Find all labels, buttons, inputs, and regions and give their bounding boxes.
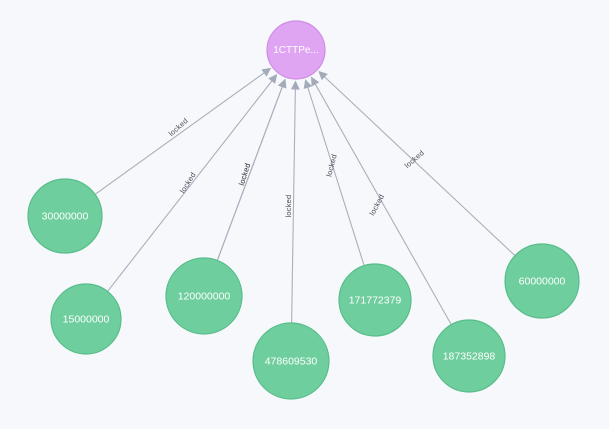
edge-label: locked	[178, 171, 198, 195]
graph-node[interactable]: 171772379	[338, 263, 412, 337]
edge-arrowhead	[278, 78, 287, 89]
node-circle[interactable]	[252, 322, 330, 400]
node-label: 478609530	[265, 356, 318, 368]
graph-node[interactable]: 187352898	[432, 319, 506, 393]
graph-node[interactable]: 60000000	[504, 243, 580, 319]
edge-arrowhead	[261, 67, 272, 77]
edges-layer	[94, 71, 516, 325]
edge-arrowhead	[311, 76, 320, 87]
edge-arrowhead	[318, 70, 328, 81]
graph-edge	[216, 84, 284, 261]
graph-edge	[313, 82, 452, 325]
graph-edge	[291, 87, 296, 324]
center-node-circle[interactable]	[266, 20, 326, 80]
graph-node[interactable]: 478609530	[252, 322, 330, 400]
node-label: 120000000	[178, 291, 231, 303]
edge-label: locked	[284, 195, 293, 218]
graph-node[interactable]: 120000000	[165, 257, 243, 335]
node-circle[interactable]	[432, 319, 506, 393]
edge-label: locked	[403, 148, 426, 170]
node-label: 15000000	[63, 314, 110, 326]
nodes-layer[interactable]: 30000000 15000000 120000000 478609530 171772…	[27, 20, 580, 400]
node-circle[interactable]	[165, 257, 243, 335]
arrowheads-layer	[261, 67, 328, 90]
node-label: 30000000	[42, 211, 89, 223]
center-node[interactable]: 1CTTPe...	[266, 20, 326, 80]
graph-edge	[322, 75, 516, 257]
node-circle[interactable]	[27, 178, 103, 254]
node-circle[interactable]	[338, 263, 412, 337]
graph-edge	[107, 79, 274, 292]
edge-arrowhead	[268, 74, 278, 84]
graph-node[interactable]: 15000000	[50, 283, 122, 355]
graph-edge	[306, 85, 365, 266]
node-circle[interactable]	[504, 243, 580, 319]
node-circle[interactable]	[50, 283, 122, 355]
graph-node[interactable]: 30000000	[27, 178, 103, 254]
node-label: 171772379	[349, 295, 402, 307]
node-label: 60000000	[519, 276, 566, 288]
edge-label: locked	[324, 153, 338, 177]
node-label: 187352898	[443, 351, 496, 363]
center-node-label: 1CTTPe...	[273, 45, 319, 56]
graph-edge	[94, 71, 267, 195]
edge-arrowhead	[303, 79, 313, 89]
edge-arrowhead	[290, 80, 300, 90]
